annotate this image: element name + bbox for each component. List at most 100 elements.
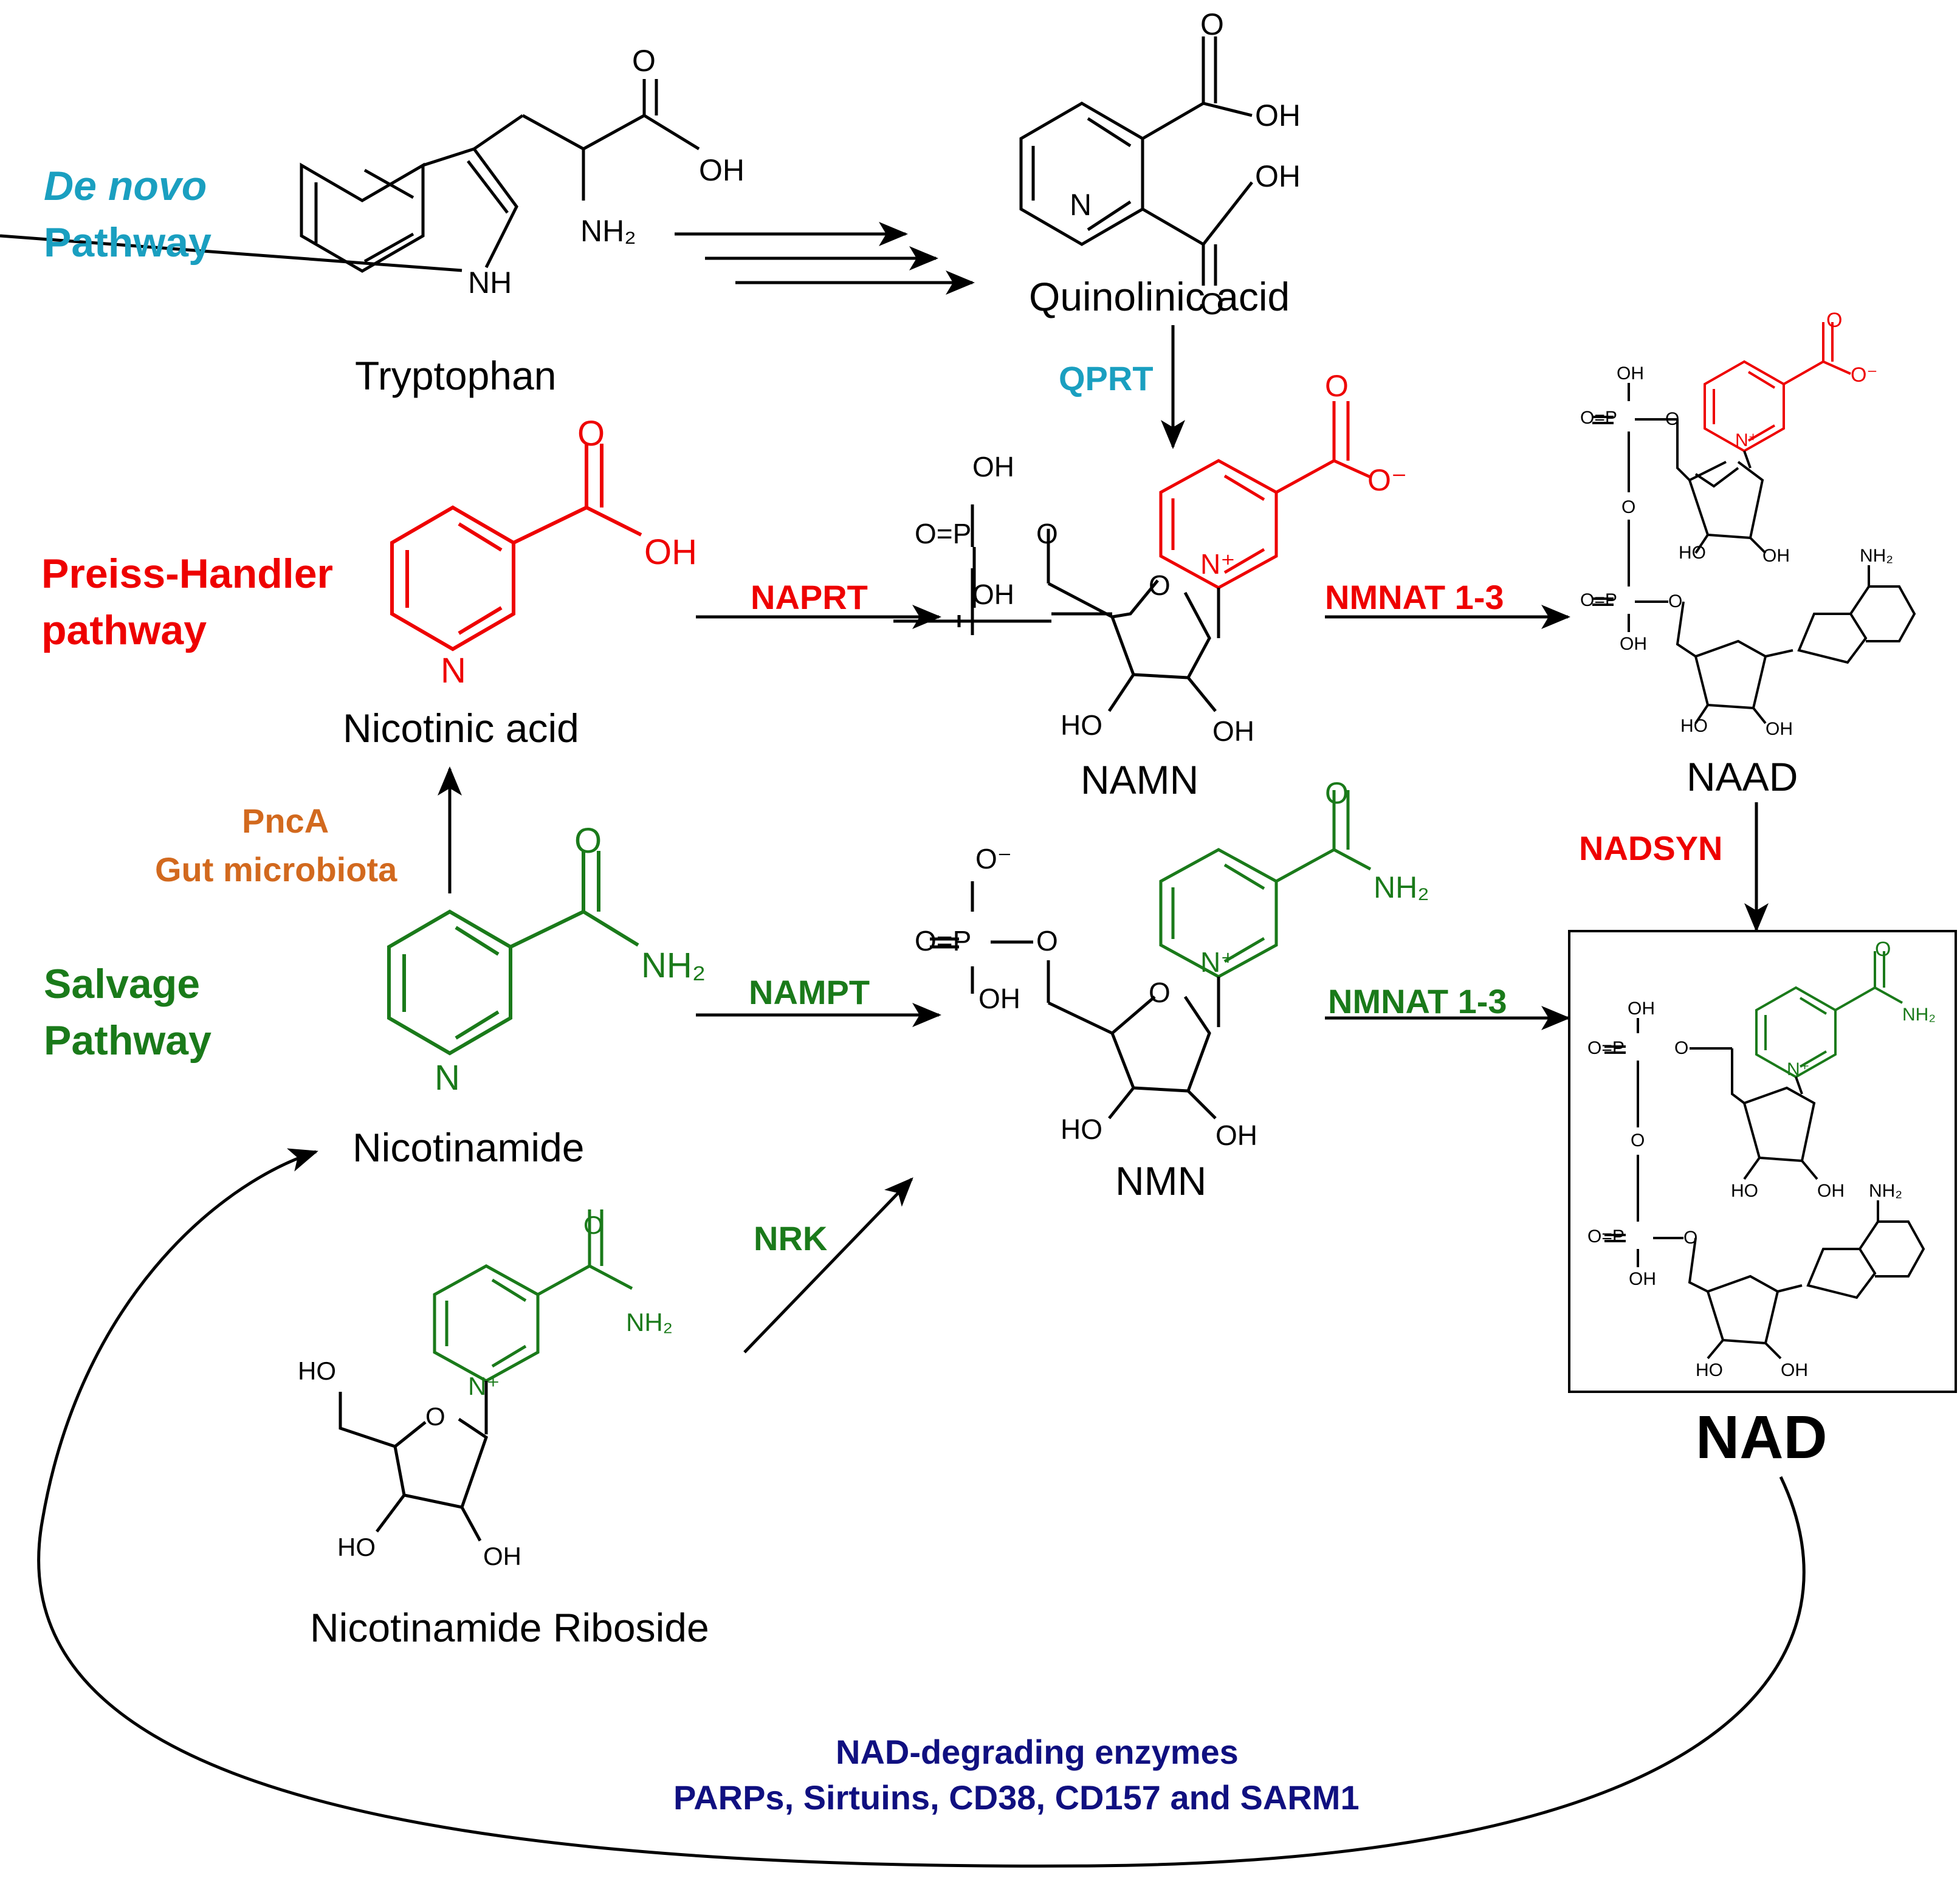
denovo-label-line2: Pathway — [44, 219, 211, 266]
nicotinic-acid-label: Nicotinic acid — [343, 706, 579, 751]
nad-structure — [1604, 951, 1925, 1360]
pnca-enzyme-label: PncA — [242, 802, 329, 840]
denovo-label-line1: De novo — [44, 163, 207, 209]
atom-label: OH — [699, 153, 744, 187]
nmnat-naad-enzyme-label: NMNAT 1-3 — [1325, 578, 1504, 616]
atom-label: O — [1325, 776, 1349, 810]
atom-label: NH₂ — [1860, 546, 1893, 566]
namn-structure — [893, 401, 1372, 712]
nicotinic-acid-structure — [390, 444, 642, 652]
nicotinamide-structure — [387, 851, 639, 1056]
atom-label: OH — [1255, 159, 1301, 193]
atom-label: O — [583, 1211, 603, 1239]
atom-label: HO — [1696, 1360, 1723, 1380]
atom-label: OH — [1817, 1181, 1845, 1201]
preiss-handler-label-line1: Preiss-Handler — [41, 551, 333, 597]
salvage-label-line1: Salvage — [44, 961, 201, 1007]
atom-label: HO — [1061, 709, 1102, 741]
nmn-label: NMN — [1115, 1158, 1207, 1203]
atom-label: HO — [1731, 1181, 1758, 1201]
quinolinic-acid-structure — [1019, 36, 1253, 286]
nicotinamide-riboside-structure — [339, 1209, 633, 1542]
atom-label: HO — [298, 1357, 336, 1385]
atom-label: N⁺ — [1735, 430, 1758, 450]
atom-label: HO — [1679, 543, 1706, 563]
atom-label: HO — [1680, 716, 1708, 736]
tryptophan-structure — [0, 79, 700, 273]
atom-label: OH — [972, 579, 1014, 610]
nad-degrading-enzymes-label: NAD-degrading enzymes — [836, 1733, 1239, 1771]
atom-label: O — [1631, 1130, 1645, 1151]
atom-label: OH — [1781, 1360, 1808, 1380]
atom-label: HO — [1061, 1113, 1102, 1145]
atom-label: O — [1668, 591, 1683, 611]
nad-box — [1568, 930, 1957, 1393]
tryptophan-label: Tryptophan — [355, 353, 557, 398]
atom-label: O — [1036, 925, 1058, 957]
gut-microbiota-label: Gut microbiota — [155, 850, 397, 889]
atom-label: NH — [468, 266, 512, 300]
atom-label: O — [1674, 1038, 1689, 1058]
nad-label: NAD — [1696, 1403, 1828, 1471]
namn-label: NAMN — [1081, 757, 1199, 802]
atom-label: OH — [1766, 719, 1793, 739]
atom-label: OH — [1762, 546, 1790, 566]
atom-label: HO — [337, 1533, 376, 1561]
atom-label: N — [1070, 188, 1092, 222]
atom-label: O — [1200, 287, 1224, 321]
atom-label: O=P — [915, 925, 972, 957]
nampt-enzyme-label: NAMPT — [749, 973, 870, 1011]
qprt-enzyme-label: QPRT — [1059, 359, 1154, 397]
nad-recycle-curve — [37, 1148, 1806, 1868]
atom-label: NH₂ — [641, 946, 706, 985]
atom-label: O — [1149, 569, 1171, 601]
denovo-arrows — [675, 222, 975, 295]
atom-label: N⁺ — [1787, 1059, 1810, 1079]
atom-label: NH₂ — [580, 214, 636, 248]
atom-label: O — [1325, 369, 1349, 403]
atom-label: O — [632, 44, 656, 78]
atom-label: OH — [1255, 98, 1301, 132]
salvage-label-line2: Pathway — [44, 1017, 211, 1064]
atom-label: O⁻ — [1851, 363, 1878, 387]
nad-degrading-enzyme-list: PARPs, Sirtuins, CD38, CD157 and SARM1 — [673, 1778, 1360, 1817]
atom-label: O — [1036, 518, 1058, 549]
atom-label: O — [1826, 309, 1843, 332]
quinolinic-acid-label: Quinolinic acid — [1029, 274, 1290, 319]
atom-label: O=P — [1587, 1038, 1625, 1058]
nrk-enzyme-label: NRK — [754, 1219, 828, 1257]
atom-label: N⁺ — [468, 1372, 500, 1400]
atom-label: O⁻ — [1367, 463, 1408, 497]
naad-structure — [1592, 322, 1916, 724]
nicotinamide-riboside-label: Nicotinamide Riboside — [310, 1605, 709, 1650]
atom-label: O — [425, 1402, 445, 1431]
atom-label: O=P — [915, 518, 972, 549]
atom-label: OH — [1620, 634, 1647, 654]
atom-label: N — [435, 1058, 460, 1098]
nmn-structure — [930, 790, 1372, 1120]
preiss-handler-label-line2: pathway — [41, 607, 207, 653]
atom-label: N⁺ — [1200, 548, 1236, 580]
atom-label: OH — [1629, 1269, 1656, 1289]
atom-label: O — [577, 414, 605, 453]
atom-label: O — [1665, 409, 1680, 429]
atom-label: N — [441, 651, 466, 690]
naprt-enzyme-label: NAPRT — [751, 578, 868, 616]
nicotinamide-label: Nicotinamide — [352, 1125, 585, 1170]
atom-label: OH — [978, 983, 1020, 1014]
atom-label: O — [1683, 1228, 1698, 1248]
atom-label: N⁺ — [1200, 946, 1236, 978]
atom-label: OH — [1212, 715, 1254, 747]
atom-label: NH₂ — [1374, 870, 1429, 904]
atom-label: OH — [1617, 363, 1644, 384]
atom-label: O — [1200, 7, 1224, 41]
atom-label: OH — [644, 532, 697, 572]
naad-label: NAAD — [1687, 754, 1798, 799]
nadsyn-enzyme-label: NADSYN — [1579, 829, 1723, 867]
atom-label: NH₂ — [1869, 1181, 1902, 1201]
atom-label: O — [1621, 497, 1636, 517]
atom-label: NH₂ — [626, 1308, 673, 1336]
atom-label: O=P — [1580, 590, 1617, 610]
